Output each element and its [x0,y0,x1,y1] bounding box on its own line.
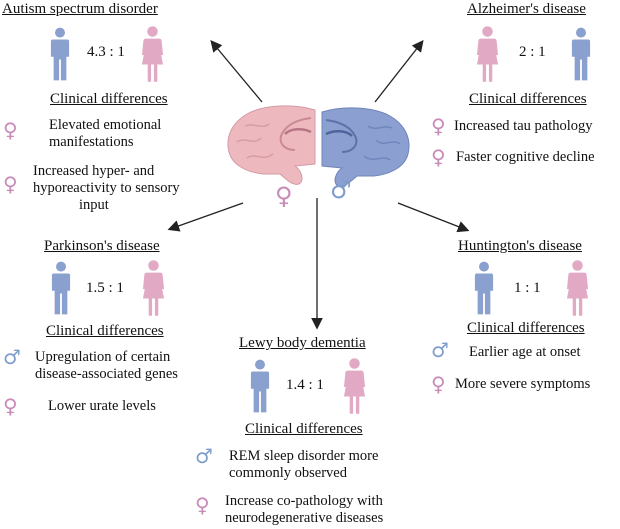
male-symbol-icon: ♂ [3,345,21,369]
parkinsons-male-figure-icon [51,261,71,315]
female-symbol-icon: ♀ [195,493,210,517]
center-female-symbol-icon: ♀ [275,182,293,210]
lewy-ratio: 1.4 : 1 [286,377,324,393]
asd-ratio: 4.3 : 1 [87,44,125,60]
alzheimers-clinical-differences-heading: Clinical differences [469,91,587,107]
alzheimers-title: Alzheimer's disease [467,1,586,17]
huntingtons-title: Huntington's disease [458,238,582,254]
asd-item-2: Increased hyper- and hyporeactivity to s… [33,163,180,213]
asd-item-1: Elevated emotional manifestations [49,117,162,150]
arrow-to-alzheimers [374,39,424,103]
parkinsons-clinical-differences-heading: Clinical differences [46,323,164,339]
female-symbol-icon: ♀ [431,114,446,138]
center-male-symbol-icon: ♂ [330,176,352,204]
female-symbol-icon: ♀ [3,394,18,418]
huntingtons-female-figure-icon [566,260,589,316]
arrow-to-huntingtons [397,202,470,233]
lewy-female-figure-icon [343,358,366,414]
male-symbol-icon: ♂ [195,444,213,468]
female-symbol-icon: ♀ [3,172,18,196]
huntingtons-ratio: 1 : 1 [514,280,541,296]
huntingtons-item-1: Earlier age at onset [469,344,581,360]
huntingtons-clinical-differences-heading: Clinical differences [467,320,585,336]
arrow-to-asd [210,40,263,103]
lewy-item-2: Increase co-pathology with neurodegenera… [225,493,384,526]
huntingtons-male-figure-icon [474,261,494,315]
parkinsons-female-figure-icon [142,260,165,316]
asd-clinical-differences-heading: Clinical differences [50,91,168,107]
alzheimers-item-2: Faster cognitive decline [456,149,595,165]
alzheimers-item-1: Increased tau pathology [454,118,593,134]
lewy-male-figure-icon [250,359,270,413]
alzheimers-ratio: 2 : 1 [519,44,546,60]
arrow-to-parkinsons [167,202,244,232]
female-symbol-icon: ♀ [3,118,18,142]
parkinsons-ratio: 1.5 : 1 [86,280,124,296]
female-symbol-icon: ♀ [431,145,446,169]
lewy-title: Lewy body dementia [239,335,366,351]
parkinsons-title: Parkinson's disease [44,238,160,254]
parkinsons-item-2: Lower urate levels [48,398,156,414]
female-brain-icon [227,105,316,185]
huntingtons-item-2: More severe symptoms [455,376,591,392]
female-symbol-icon: ♀ [431,372,446,396]
male-symbol-icon: ♂ [431,338,449,362]
lewy-item-1: REM sleep disorder more commonly observe… [229,448,379,481]
lewy-clinical-differences-heading: Clinical differences [245,421,363,437]
parkinsons-item-1: Upregulation of certain disease-associat… [35,349,178,382]
male-brain-icon [321,107,410,187]
asd-title: Autism spectrum disorder [2,1,158,17]
